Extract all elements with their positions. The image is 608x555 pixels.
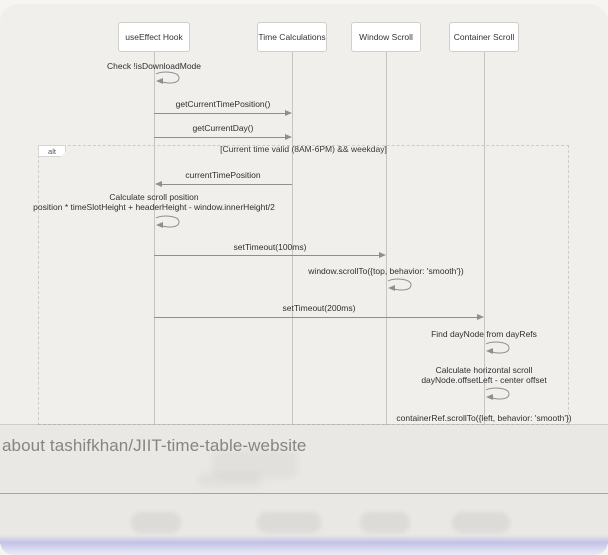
ghost-chip (452, 512, 510, 533)
lifeline-window-scroll (386, 52, 387, 425)
diagram-window: useEffect Hook Time Calculations Window … (0, 4, 608, 555)
message-arrow (154, 137, 286, 138)
alt-condition: [Current time valid (8AM-6PM) && weekday… (220, 144, 387, 154)
lifeline-container-scroll (484, 52, 485, 425)
message-arrow (154, 113, 286, 114)
ghost-chip (360, 512, 410, 533)
actor-label: Time Calculations (258, 32, 326, 42)
arrowhead (285, 110, 292, 116)
actor-label: Container Scroll (453, 32, 515, 42)
arrowhead (477, 314, 484, 320)
message-label: window.scrollTo({top, behavior: 'smooth'… (308, 266, 464, 276)
arrowhead (285, 134, 292, 140)
actor-time-calculations: Time Calculations (257, 22, 327, 52)
self-loop-arrow (485, 341, 510, 354)
message-arrow (161, 184, 292, 185)
message-arrow (154, 317, 478, 318)
query-text[interactable]: about tashifkhan/JIIT-time-table-website (2, 436, 307, 455)
actor-label: useEffect Hook (125, 32, 183, 42)
lifeline-time-calculations (292, 52, 293, 425)
message-label: Find dayNode from dayRefs (431, 329, 537, 339)
arrowhead (155, 181, 162, 187)
message-label: Calculate scroll position position * tim… (33, 192, 275, 212)
overlay-divider (0, 493, 608, 494)
self-loop-arrow (485, 387, 510, 400)
focus-glow (0, 535, 608, 555)
lifeline-useeffect-hook (154, 52, 155, 425)
ghost-chip (257, 512, 321, 533)
message-label: setTimeout(100ms) (233, 242, 307, 252)
message-label: getCurrentDay() (192, 123, 254, 133)
actor-useeffect-hook: useEffect Hook (118, 22, 190, 52)
actor-container-scroll: Container Scroll (449, 22, 519, 52)
arrowhead (379, 252, 386, 258)
ghost-blob (198, 473, 262, 487)
self-loop-arrow (387, 278, 412, 291)
actor-window-scroll: Window Scroll (351, 22, 421, 52)
message-label: Check !isDownloadMode (106, 61, 202, 71)
message-label: currentTimePosition (185, 170, 261, 180)
message-label: getCurrentTimePosition() (175, 99, 271, 109)
self-loop-arrow (155, 71, 180, 84)
alt-label: alt (38, 145, 66, 157)
message-arrow (154, 255, 380, 256)
ask-overlay: about tashifkhan/JIIT-time-table-website (0, 425, 608, 555)
message-label: Calculate horizontal scroll dayNode.offs… (421, 365, 547, 385)
actor-label: Window Scroll (359, 32, 413, 42)
ghost-blob (212, 450, 298, 478)
self-loop-arrow (155, 215, 180, 228)
alt-frame (38, 145, 569, 425)
ghost-chip (131, 512, 181, 533)
message-label: setTimeout(200ms) (282, 303, 356, 313)
message-label: containerRef.scrollTo({left, behavior: '… (396, 413, 572, 423)
